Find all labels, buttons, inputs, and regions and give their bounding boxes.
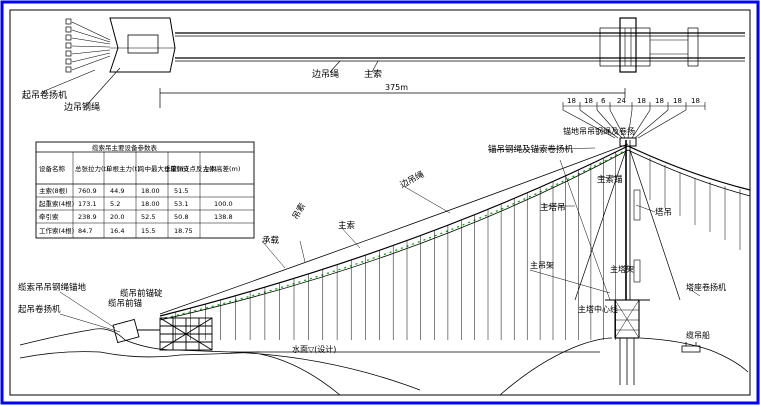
dotted-cable — [164, 149, 627, 319]
table-cell: 173.1 — [78, 200, 97, 208]
table-header: 单根主力(t) — [106, 164, 140, 173]
tower-top-dimension-line — [562, 102, 706, 110]
elev-label-main-cable: 主索 — [338, 220, 355, 231]
elev-bottom-label-tower-frame: 主塔架 — [610, 264, 634, 274]
elev-left-label-anchor: 缆索吊吊钢绳锚地 — [18, 282, 87, 293]
table-header: 总张拉力(t) — [75, 164, 109, 173]
barge-label: 缆吊船 — [686, 330, 710, 340]
elev-bottom-label-winch: 塔座卷扬机 — [686, 282, 726, 292]
table-header: 单侧支点反力(t) — [170, 164, 217, 173]
table-cell: 牵引索 — [39, 212, 59, 221]
table-header: 跨中最大垂度(m) — [138, 164, 188, 173]
elev-bottom-label-centerline: 主塔中心线 — [578, 304, 618, 314]
dim-label: 6 — [601, 97, 606, 105]
table-cell: 工作索(4根) — [39, 226, 74, 235]
elev-label-side-cable: 边吊绳 — [398, 169, 426, 191]
plan-label-side-cable: 边吊绳 — [312, 68, 339, 80]
table-title: 缆索吊主要设备参数表 — [92, 143, 158, 152]
table-header: 设备名称 — [39, 164, 66, 173]
table-cell: 52.5 — [141, 213, 155, 221]
plan-label-winch: 起吊卷扬机 — [22, 89, 67, 101]
table-cell: 18.00 — [141, 200, 160, 208]
cable-leaders — [261, 147, 701, 297]
dim-label: 24 — [617, 97, 626, 105]
elev-left-label-winch: 起吊卷扬机 — [18, 304, 61, 315]
elev-right-label-cable-anchor: 主索锚 — [597, 174, 623, 185]
dim-label: 18 — [673, 97, 682, 105]
dim-label: 18 — [691, 97, 700, 105]
elev-right-label-anchor: 锚吊钢绳及锚索卷扬机 — [488, 144, 574, 155]
cable-hangers — [174, 152, 616, 340]
elev-bottom-label-frame: 主吊架 — [530, 260, 554, 270]
dim-label: 18 — [567, 97, 576, 105]
table-cell: 16.4 — [110, 227, 124, 235]
dim-label: 18 — [655, 97, 664, 105]
table-rows: 主索(8根) 760.9 44.9 18.00 51.5 起重索(4根) 173… — [39, 186, 233, 235]
span-dimension-line — [159, 88, 626, 108]
table-cell: 44.9 — [110, 187, 124, 195]
plan-label-wire: 边吊钢绳 — [64, 101, 100, 113]
elev-right-label-crane: 塔吊 — [655, 207, 672, 218]
elev-label-hanger: 吊索 — [290, 201, 308, 221]
table-cell: 51.5 — [174, 187, 188, 195]
dim-label: 18 — [637, 97, 646, 105]
plan-label-main-cable: 主索 — [364, 68, 382, 80]
leader — [59, 291, 116, 329]
table-row: 主索(8根) 760.9 44.9 18.00 51.5 — [39, 186, 188, 195]
plan-view — [41, 17, 745, 108]
tower-top-dim-labels: 18 18 6 24 18 18 18 18 — [567, 97, 700, 105]
parameter-table — [35, 141, 255, 239]
table-cell: 主索(8根) — [39, 186, 68, 195]
inner-border — [9, 9, 751, 396]
left-tower — [112, 317, 213, 351]
table-header: 主索高差(m) — [203, 164, 240, 173]
barge — [681, 342, 701, 353]
span-dimension: 375m — [385, 83, 408, 92]
table-row: 起重索(4根) 173.1 5.2 18.00 53.1 100.0 — [39, 199, 233, 208]
table-cell: 20.0 — [110, 213, 124, 221]
table-cell: 起重索(4根) — [39, 199, 74, 208]
waterline-label: 水面▽(设计) — [292, 344, 336, 354]
table-cell: 5.2 — [110, 200, 120, 208]
table-row: 牵引索 238.9 20.0 52.5 50.8 138.8 — [39, 212, 233, 221]
right-span-drops — [649, 158, 741, 250]
dim-label: 18 — [584, 97, 593, 105]
tower-top-fan — [562, 109, 687, 139]
tower-top-label: 锚地吊吊钢绳及卷扬 — [563, 126, 635, 136]
elev-label-carrier: 承载 — [262, 235, 280, 246]
table-cell: 138.8 — [214, 213, 233, 221]
table-cell: 50.8 — [174, 213, 188, 221]
leader — [59, 313, 121, 333]
elev-right-label-tower-crane: 主塔吊 — [540, 202, 566, 213]
table-cell: 15.5 — [141, 227, 155, 235]
right-tower — [559, 137, 681, 385]
table-headers: 设备名称 总张拉力(t) 单根主力(t) 跨中最大垂度(m) 单侧支点反力(t)… — [39, 164, 240, 173]
table-cell: 18.00 — [141, 187, 160, 195]
elev-left-label-front-anchor-2: 缆吊前锚 — [108, 298, 143, 309]
elev-left-label-front-anchor: 缆吊前锚碇 — [120, 288, 163, 299]
table-cell: 18.75 — [174, 227, 193, 235]
table-cell: 238.9 — [78, 213, 97, 221]
table-cell: 760.9 — [78, 187, 97, 195]
table-cell: 53.1 — [174, 200, 188, 208]
table-row: 工作索(4根) 84.7 16.4 15.5 18.75 — [39, 226, 193, 235]
table-cell: 100.0 — [214, 200, 233, 208]
table-cell: 84.7 — [78, 227, 92, 235]
terrain — [19, 328, 749, 396]
